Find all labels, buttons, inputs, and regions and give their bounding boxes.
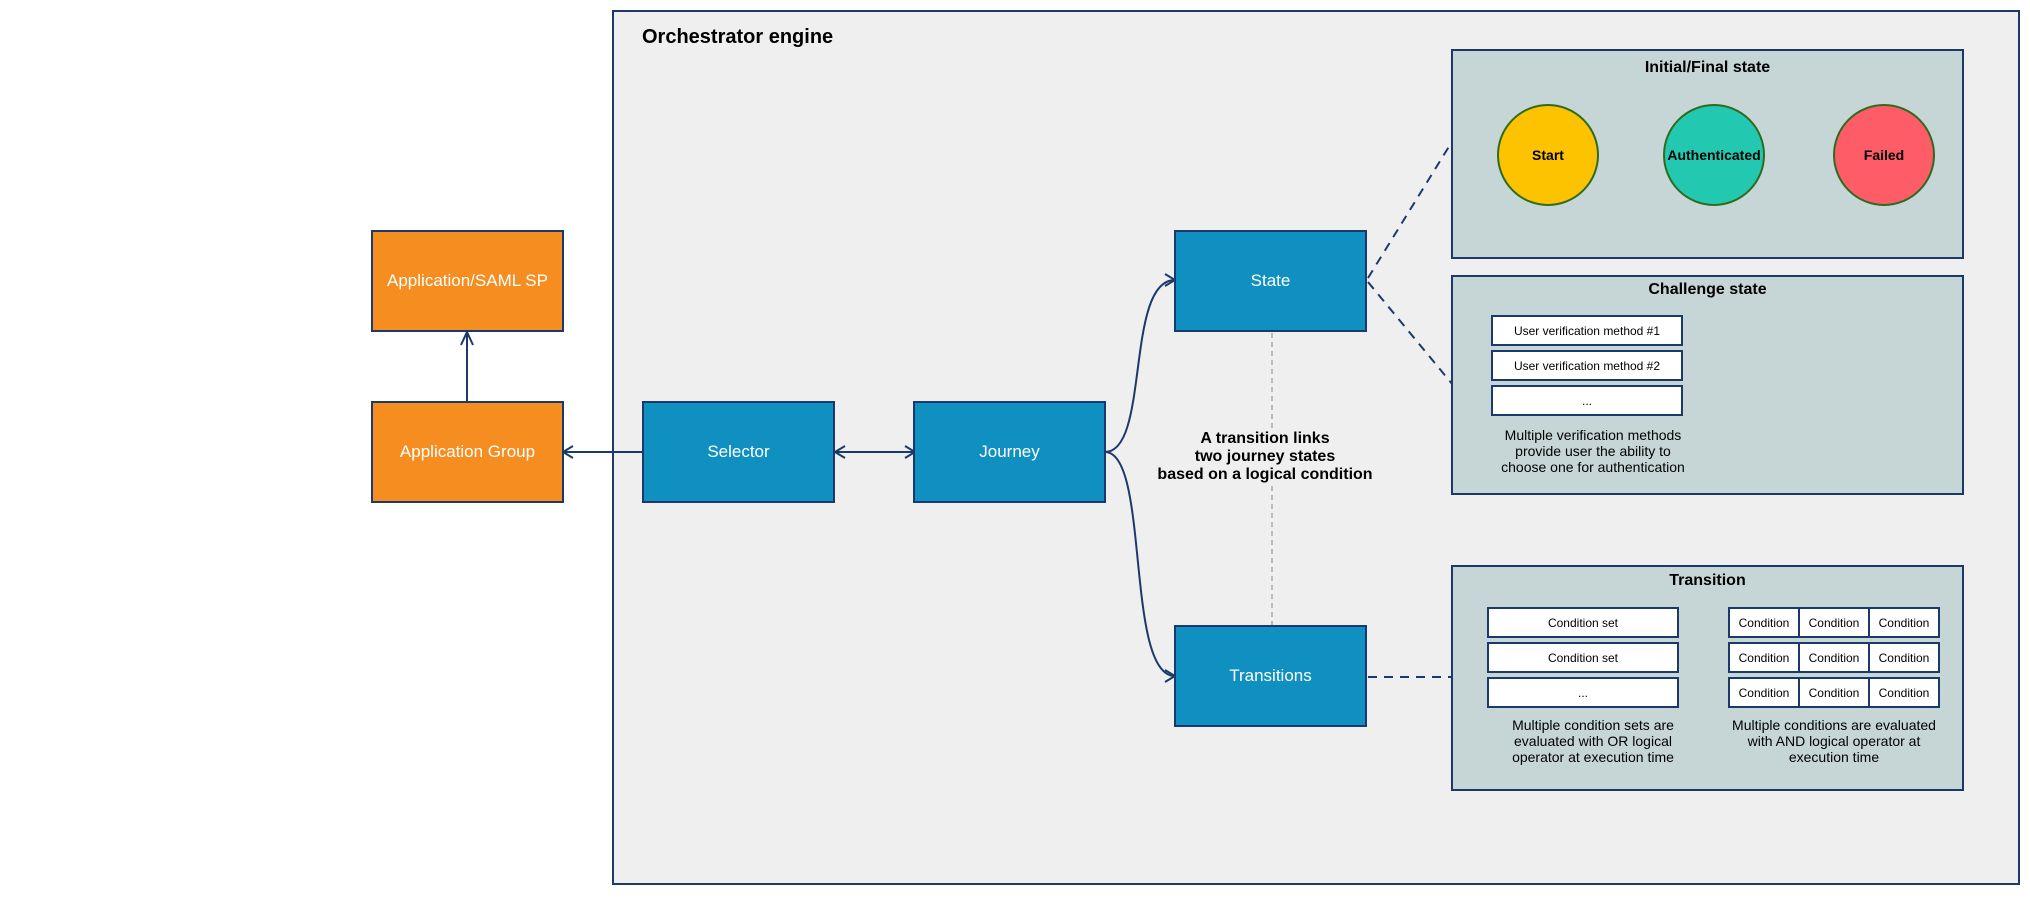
challenge-state-title: Challenge state <box>1648 281 1767 298</box>
condition-r1-c2: Condition <box>1798 607 1870 638</box>
application-group-label: Application Group <box>399 442 536 461</box>
condition-r3-c2: Condition <box>1798 677 1870 708</box>
condition-set-more: ... <box>1487 677 1679 708</box>
journey-label: Journey <box>979 442 1040 461</box>
selector-label: Selector <box>707 442 770 461</box>
authenticated-state-circle: Authenticated <box>1663 104 1765 206</box>
engine-title: Orchestrator engine <box>642 26 834 48</box>
condition-r3-c1: Condition <box>1728 677 1800 708</box>
and-logic-note-line-3: execution time <box>1788 749 1880 765</box>
and-logic-note-line-2: with AND logical operator at <box>1747 733 1921 749</box>
or-logic-note: Multiple condition sets are evaluated wi… <box>1473 717 1713 765</box>
challenge-note-line-3: choose one for authentication <box>1501 459 1685 475</box>
challenge-state-panel: Challenge state User verification method… <box>1451 275 1964 495</box>
or-logic-note-line-3: operator at execution time <box>1512 749 1674 765</box>
application-saml-sp-label: Application/SAML SP <box>387 271 548 290</box>
failed-state-circle: Failed <box>1833 104 1935 206</box>
transitions-label: Transitions <box>1229 666 1312 685</box>
crowfoot-selector <box>833 445 846 459</box>
condition-r2-c3: Condition <box>1868 642 1940 673</box>
transition-panel: Transition Condition set Condition set .… <box>1451 565 1964 791</box>
dashed-state-initial <box>1367 139 1454 279</box>
state-box: State <box>1174 230 1367 332</box>
crowfoot-app-sp <box>460 329 474 346</box>
state-label: State <box>1250 271 1291 290</box>
and-logic-note-line-1: Multiple conditions are evaluated <box>1732 717 1936 733</box>
condition-set-1: Condition set <box>1487 607 1679 638</box>
verification-method-more: ... <box>1491 385 1683 416</box>
transition-panel-title: Transition <box>1669 572 1746 589</box>
or-logic-note-line-2: evaluated with OR logical <box>1514 733 1672 749</box>
condition-r3-c3: Condition <box>1868 677 1940 708</box>
dashed-state-challenge <box>1367 281 1454 386</box>
start-state-circle: Start <box>1497 104 1599 206</box>
transition-note-line-3: based on a logical condition <box>1157 466 1373 483</box>
challenge-note: Multiple verification methods provide us… <box>1473 427 1713 475</box>
initial-final-state-panel: Initial/Final state Start Authenticated … <box>1451 49 1964 259</box>
failed-state-label: Failed <box>1863 147 1905 163</box>
condition-r1-c3: Condition <box>1868 607 1940 638</box>
or-logic-note-line-1: Multiple condition sets are <box>1512 717 1674 733</box>
transition-note: A transition links two journey states ba… <box>1140 430 1390 484</box>
transitions-box: Transitions <box>1174 625 1367 727</box>
selector-box: Selector <box>642 401 835 503</box>
challenge-note-line-1: Multiple verification methods <box>1504 427 1682 443</box>
initial-final-state-title: Initial/Final state <box>1644 59 1771 76</box>
condition-set-2: Condition set <box>1487 642 1679 673</box>
and-logic-note: Multiple conditions are evaluated with A… <box>1709 717 1959 765</box>
condition-r2-c1: Condition <box>1728 642 1800 673</box>
connector-journey-state <box>1104 279 1176 453</box>
verification-method-2: User verification method #2 <box>1491 350 1683 381</box>
condition-r2-c2: Condition <box>1798 642 1870 673</box>
connector-journey-transitions <box>1104 451 1176 677</box>
condition-r1-c1: Condition <box>1728 607 1800 638</box>
journey-box: Journey <box>913 401 1106 503</box>
transition-note-line-1: A transition links <box>1200 430 1330 447</box>
application-group-box: Application Group <box>371 401 564 503</box>
start-state-label: Start <box>1532 147 1564 163</box>
transition-note-line-2: two journey states <box>1194 448 1336 465</box>
authenticated-state-label: Authenticated <box>1667 147 1761 163</box>
challenge-note-line-2: provide user the ability to <box>1515 443 1671 459</box>
verification-method-1: User verification method #1 <box>1491 315 1683 346</box>
application-saml-sp-box: Application/SAML SP <box>371 230 564 332</box>
